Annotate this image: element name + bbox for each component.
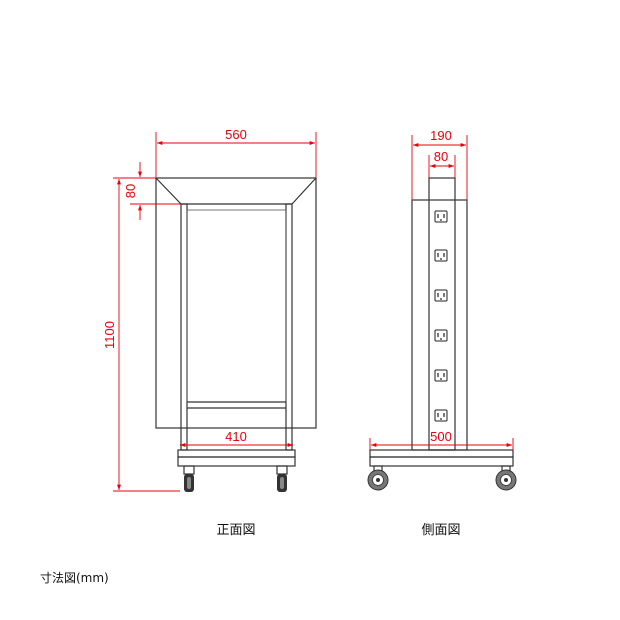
side-base-plate <box>369 456 514 467</box>
front-base <box>177 449 296 458</box>
dim-side-depth: 190 <box>411 128 468 200</box>
side-view: 190 80 500 側面図 <box>367 128 517 538</box>
dim-front-frame: 80 <box>123 162 181 220</box>
outlet-icon <box>434 329 448 342</box>
side-view-caption: 側面図 <box>421 523 460 538</box>
side-caster-right <box>495 465 517 491</box>
dim-side-post: 80 <box>428 149 456 178</box>
side-base <box>369 449 514 458</box>
dim-front-width: 560 <box>155 127 317 178</box>
front-view-caption: 正面図 <box>216 523 255 538</box>
front-base-plate <box>177 456 296 467</box>
outlet-icon <box>434 369 448 382</box>
dim-side-post-label: 80 <box>434 149 448 164</box>
dim-side-depth-label: 190 <box>430 128 452 143</box>
dim-front-base-label: 410 <box>225 429 247 444</box>
side-panel <box>411 199 468 451</box>
outlet-strip <box>434 210 448 422</box>
front-caster-left <box>183 465 195 492</box>
outlet-icon <box>434 409 448 422</box>
front-caster-right <box>276 465 288 492</box>
dim-front-width-label: 560 <box>225 127 247 142</box>
outlet-icon <box>434 249 448 262</box>
dim-front-height-label: 1100 <box>102 321 117 349</box>
side-caster-left <box>367 465 389 491</box>
front-post-right <box>285 203 293 451</box>
side-post <box>428 177 456 451</box>
front-view: 560 80 1100 410 正面図 <box>102 127 317 538</box>
dim-front-frame-label: 80 <box>123 184 138 198</box>
outlet-icon <box>434 210 448 223</box>
dim-front-height: 1100 <box>102 177 180 492</box>
dim-side-base: 500 <box>369 429 514 450</box>
outlet-icon <box>434 289 448 302</box>
front-panel-outer <box>155 177 317 429</box>
front-post-left <box>180 203 188 451</box>
dim-side-base-label: 500 <box>430 429 452 444</box>
front-inner-window <box>186 209 287 403</box>
footnote: 寸法図(mm) <box>40 571 109 585</box>
dim-front-base: 410 <box>180 429 293 448</box>
front-panel-bevel <box>155 177 317 205</box>
